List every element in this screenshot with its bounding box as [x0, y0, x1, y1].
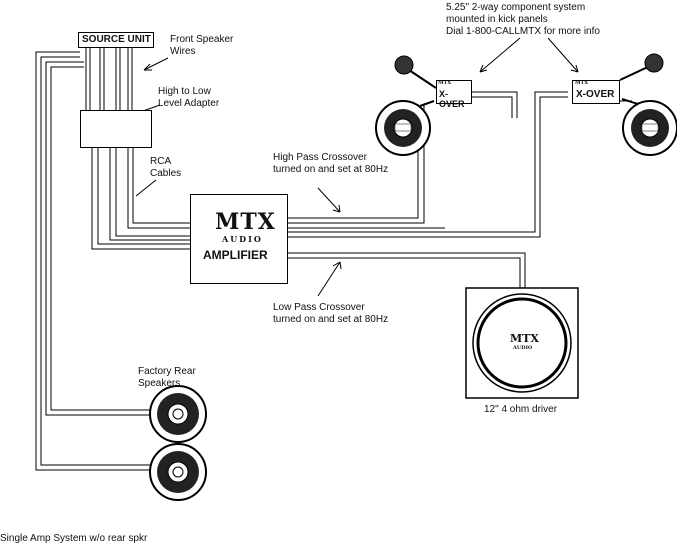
subwoofer-logo: MTX	[510, 332, 539, 345]
tweeter-right	[644, 53, 664, 73]
xover-left: MTX X-OVER	[436, 80, 472, 109]
factory-rear-label: Factory Rear Speakers	[138, 366, 196, 389]
front-woofer-right	[622, 100, 677, 156]
rear-speaker-wire	[35, 51, 150, 471]
source-unit-label: SOURCE UNIT	[82, 34, 151, 45]
amplifier-logo-sub: AUDIO	[222, 234, 263, 244]
xover-left-badge: MTX	[438, 80, 452, 86]
amplifier-label: AMPLIFIER	[203, 248, 268, 262]
source-unit: SOURCE UNIT	[78, 32, 154, 48]
rear-speaker-wire	[45, 61, 150, 416]
amplifier-logo: MTX	[215, 209, 276, 235]
caption: Single Amp System w/o rear spkr	[0, 533, 148, 544]
rca-cables-label: RCA Cables	[150, 156, 182, 179]
rear-speaker-bottom	[149, 443, 207, 501]
rear-speaker-wire	[50, 66, 150, 411]
component-note-label: 5.25" 2-way component system mounted in …	[446, 2, 600, 37]
subwoofer-enclosure	[465, 287, 579, 399]
rear-speaker-wire	[40, 56, 150, 466]
amplifier: MTX AUDIO AMPLIFIER	[190, 194, 288, 284]
driver-label: 12" 4 ohm driver	[484, 404, 558, 415]
front-woofer-left	[375, 100, 431, 156]
high-pass-label: High Pass Crossover turned on and set at…	[273, 152, 389, 175]
low-pass-label: Low Pass Crossover turned on and set at …	[273, 302, 389, 325]
xover-left-label: X-OVER	[439, 89, 465, 109]
subwoofer-logo-sub: AUDIO	[513, 345, 533, 351]
xover-right-badge: MTX	[575, 80, 589, 86]
tweeter-left	[394, 55, 414, 75]
xover-right: MTX X-OVER	[572, 80, 620, 104]
level-adapter-box	[80, 110, 152, 148]
rear-speaker-top	[149, 385, 207, 443]
xover-right-label: X-OVER	[576, 89, 615, 100]
level-adapter-label: High to Low Level Adapter	[158, 86, 220, 109]
front-speaker-wires-label: Front Speaker Wires	[170, 34, 234, 57]
